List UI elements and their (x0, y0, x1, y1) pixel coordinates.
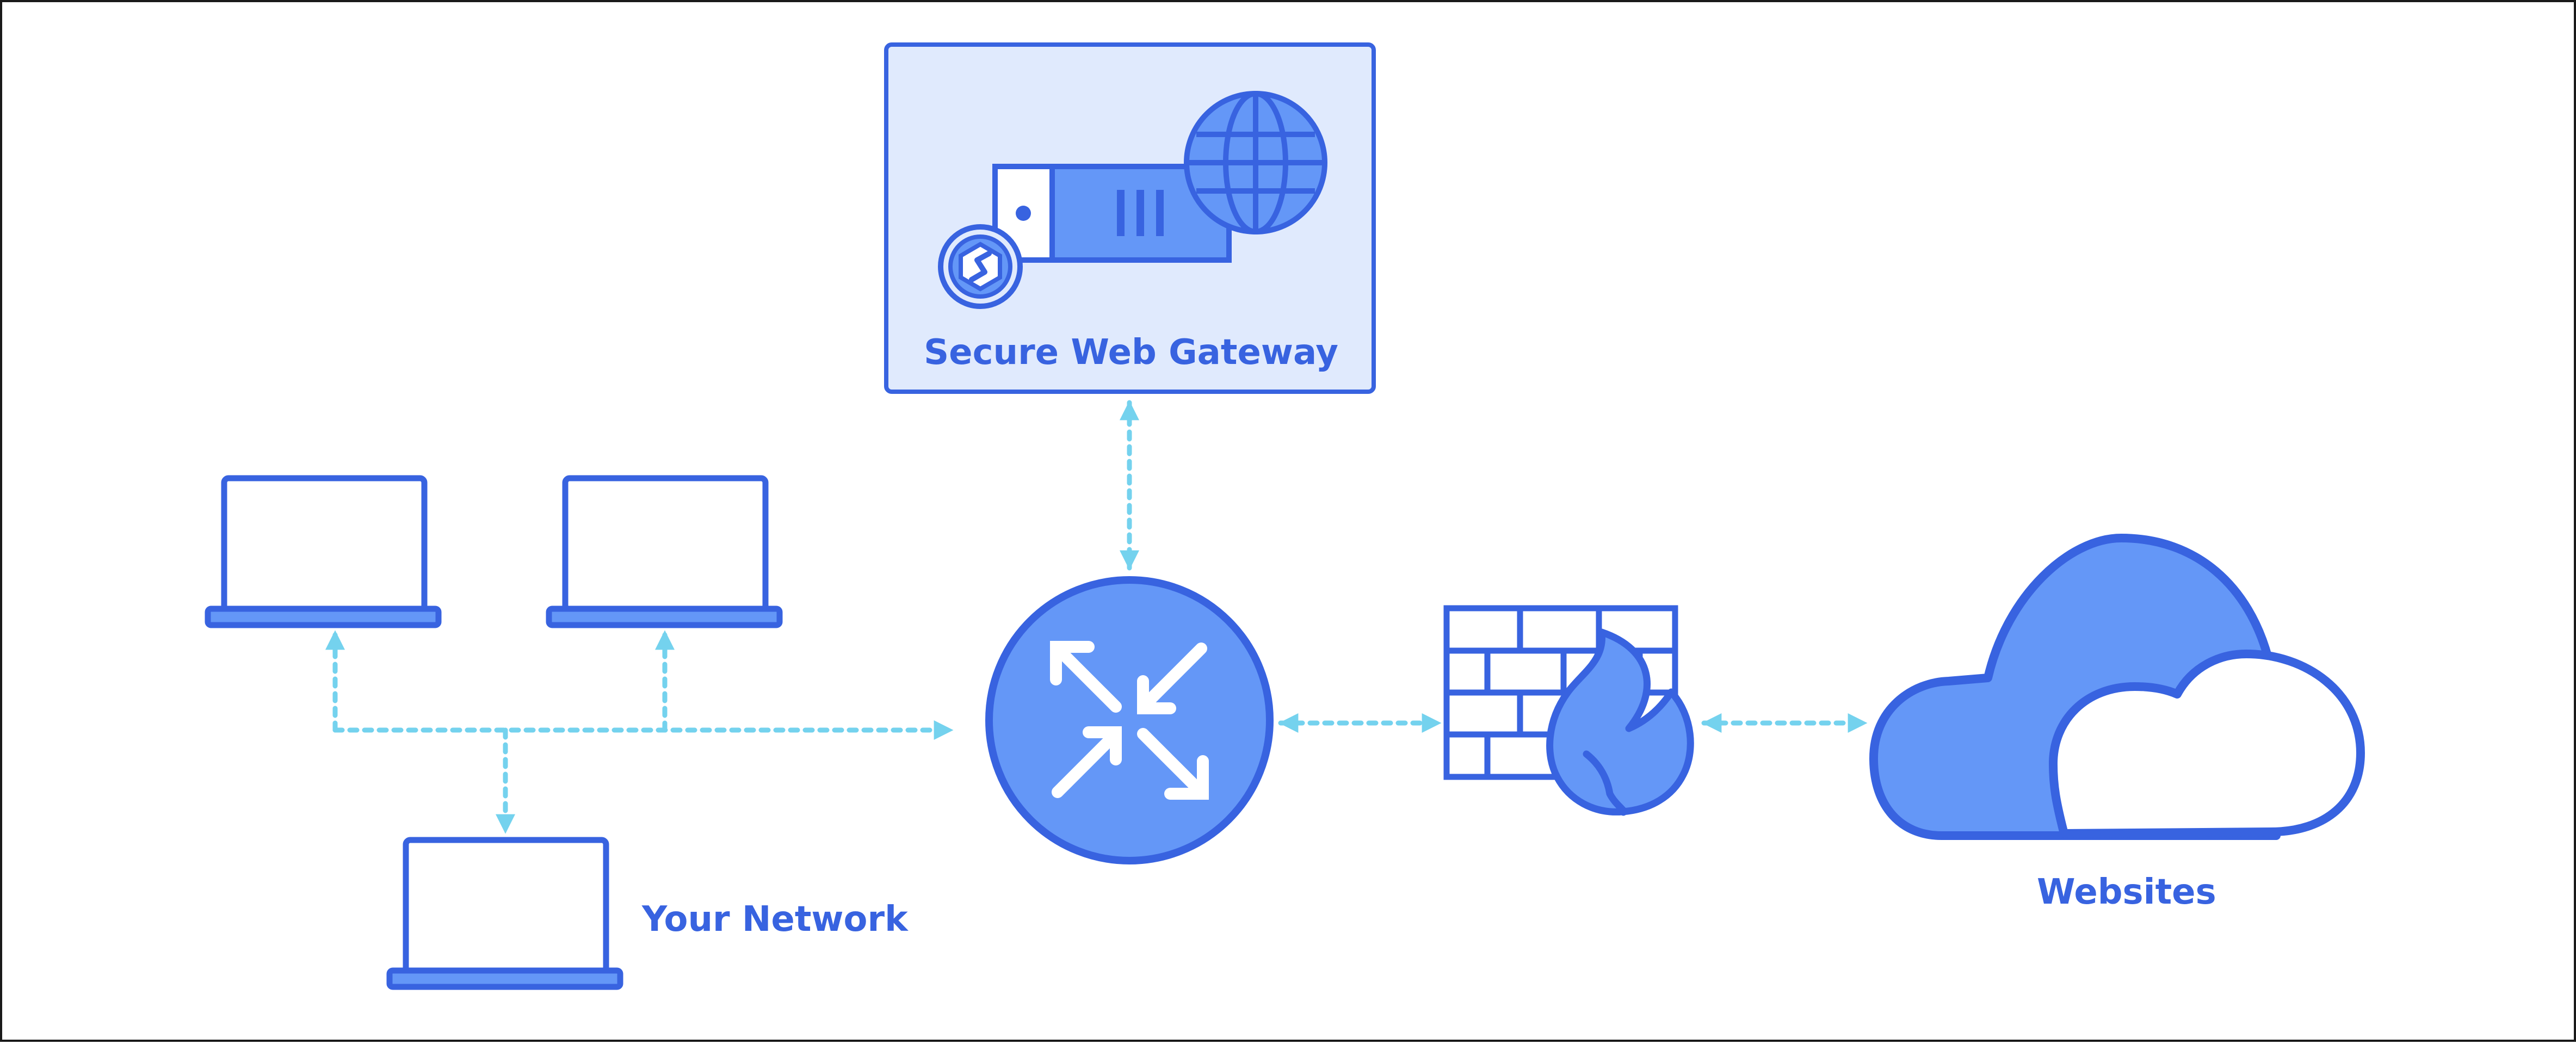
network-label: Your Network (642, 899, 908, 940)
server-globe-icon (938, 91, 1327, 309)
laptop-icon (546, 475, 783, 628)
laptop-icon (205, 475, 442, 628)
laptop-icon (386, 837, 623, 990)
firewall-icon (1443, 605, 1694, 816)
router-icon (985, 576, 1274, 864)
gateway-label: Secure Web Gateway (924, 332, 1338, 373)
websites-label: Websites (2037, 872, 2216, 912)
cloud-icon (1869, 534, 2365, 840)
